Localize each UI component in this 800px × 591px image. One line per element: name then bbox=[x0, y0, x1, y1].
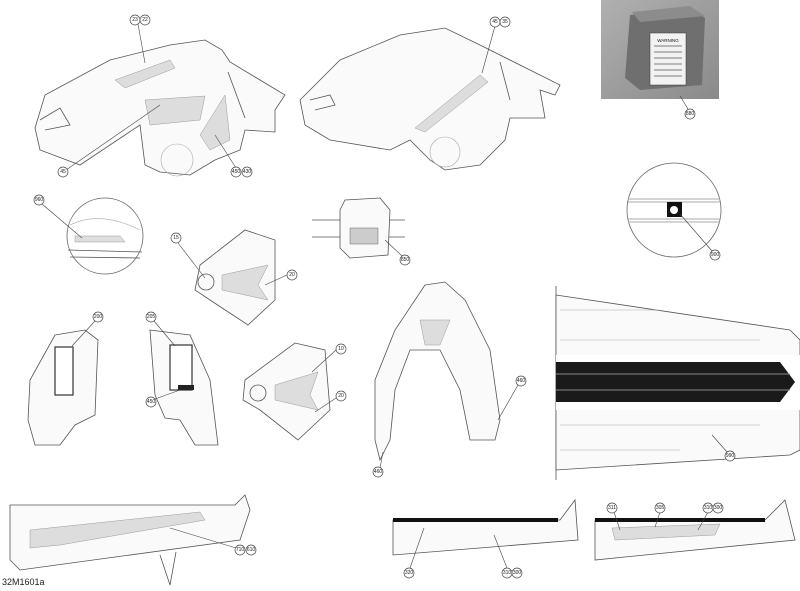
callout-300-right[interactable]: 300 bbox=[712, 502, 724, 514]
callout-305[interactable]: 305 bbox=[654, 502, 666, 528]
svg-text:45: 45 bbox=[60, 169, 66, 175]
svg-text:23: 23 bbox=[132, 17, 138, 23]
svg-text:22: 22 bbox=[142, 17, 148, 23]
svg-text:450: 450 bbox=[232, 169, 241, 175]
gauge-panel-top bbox=[194, 229, 276, 326]
svg-text:880: 880 bbox=[686, 111, 695, 117]
svg-text:460: 460 bbox=[517, 378, 526, 384]
callout-450[interactable]: 450 bbox=[214, 134, 242, 178]
callout-20-top[interactable]: 20 bbox=[264, 269, 298, 286]
svg-text:960: 960 bbox=[35, 197, 44, 203]
callout-10[interactable]: 10 bbox=[311, 343, 347, 373]
callout-300[interactable]: 300 bbox=[511, 567, 523, 579]
drawing-reference-number: 32M1601a bbox=[2, 577, 45, 587]
svg-text:300: 300 bbox=[513, 570, 522, 576]
callout-710[interactable]: 710 bbox=[169, 527, 246, 556]
callout-22[interactable]: 22 bbox=[139, 14, 151, 26]
callout-460-right[interactable]: 460 bbox=[497, 375, 527, 421]
svg-text:310: 310 bbox=[503, 570, 512, 576]
svg-text:900: 900 bbox=[711, 252, 720, 258]
callout-200[interactable]: 200 bbox=[71, 311, 104, 347]
callout-311[interactable]: 311 bbox=[606, 502, 621, 531]
svg-text:311: 311 bbox=[608, 505, 616, 511]
detail-circle-logo bbox=[66, 197, 144, 275]
svg-text:10: 10 bbox=[338, 346, 344, 352]
nose-pan-view bbox=[374, 281, 501, 462]
tunnel-side-view-2 bbox=[392, 498, 579, 556]
callout-45-right[interactable]: 45 bbox=[481, 16, 501, 74]
callout-450-side[interactable]: 450 bbox=[145, 389, 181, 408]
svg-text:320: 320 bbox=[405, 570, 414, 576]
svg-text:300: 300 bbox=[714, 505, 723, 511]
side-panel-left bbox=[27, 329, 99, 446]
svg-text:460: 460 bbox=[374, 469, 383, 475]
callout-850[interactable]: 850 bbox=[384, 239, 411, 266]
svg-text:610: 610 bbox=[247, 547, 256, 553]
callout-320[interactable]: 320 bbox=[403, 527, 425, 579]
svg-text:990: 990 bbox=[726, 453, 735, 459]
tunnel-top-view bbox=[555, 286, 800, 480]
callout-880[interactable]: 880 bbox=[679, 95, 696, 120]
callout-205[interactable]: 205 bbox=[145, 311, 176, 347]
callout-900[interactable]: 900 bbox=[679, 213, 721, 261]
detail-circle-decal bbox=[626, 162, 722, 258]
callout-460-left[interactable]: 460 bbox=[372, 451, 384, 478]
callout-20-bottom[interactable]: 20 bbox=[314, 390, 347, 413]
svg-text:45: 45 bbox=[492, 19, 498, 25]
svg-text:310: 310 bbox=[704, 505, 713, 511]
callout-15[interactable]: 15 bbox=[170, 232, 206, 279]
hood-left-view bbox=[34, 39, 286, 177]
warning-label-text: WARNING bbox=[657, 38, 679, 43]
svg-text:710: 710 bbox=[236, 547, 245, 553]
svg-text:15: 15 bbox=[173, 235, 179, 241]
svg-text:450: 450 bbox=[147, 399, 156, 405]
callout-35[interactable]: 35 bbox=[499, 16, 511, 28]
callout-430[interactable]: 430 bbox=[241, 166, 253, 178]
svg-text:20: 20 bbox=[338, 393, 344, 399]
svg-text:20: 20 bbox=[289, 272, 295, 278]
side-panel-right bbox=[149, 329, 219, 446]
svg-text:205: 205 bbox=[147, 314, 156, 320]
tunnel-side-view-3 bbox=[594, 499, 796, 561]
gauge-panel-bottom bbox=[242, 342, 331, 441]
svg-text:305: 305 bbox=[656, 505, 665, 511]
tunnel-side-view-1 bbox=[9, 494, 251, 586]
callout-610[interactable]: 610 bbox=[245, 544, 257, 556]
svg-text:430: 430 bbox=[243, 169, 252, 175]
callout-990[interactable]: 990 bbox=[711, 434, 736, 462]
hood-right-view bbox=[299, 27, 561, 171]
svg-text:200: 200 bbox=[94, 314, 103, 320]
svg-text:850: 850 bbox=[401, 257, 410, 263]
callout-45[interactable]: 45 bbox=[57, 104, 161, 178]
callout-960[interactable]: 960 bbox=[33, 194, 83, 239]
product-photo: WARNING bbox=[601, 0, 719, 99]
console-view bbox=[312, 197, 405, 259]
callout-310[interactable]: 310 bbox=[493, 534, 513, 579]
svg-text:35: 35 bbox=[502, 19, 508, 25]
